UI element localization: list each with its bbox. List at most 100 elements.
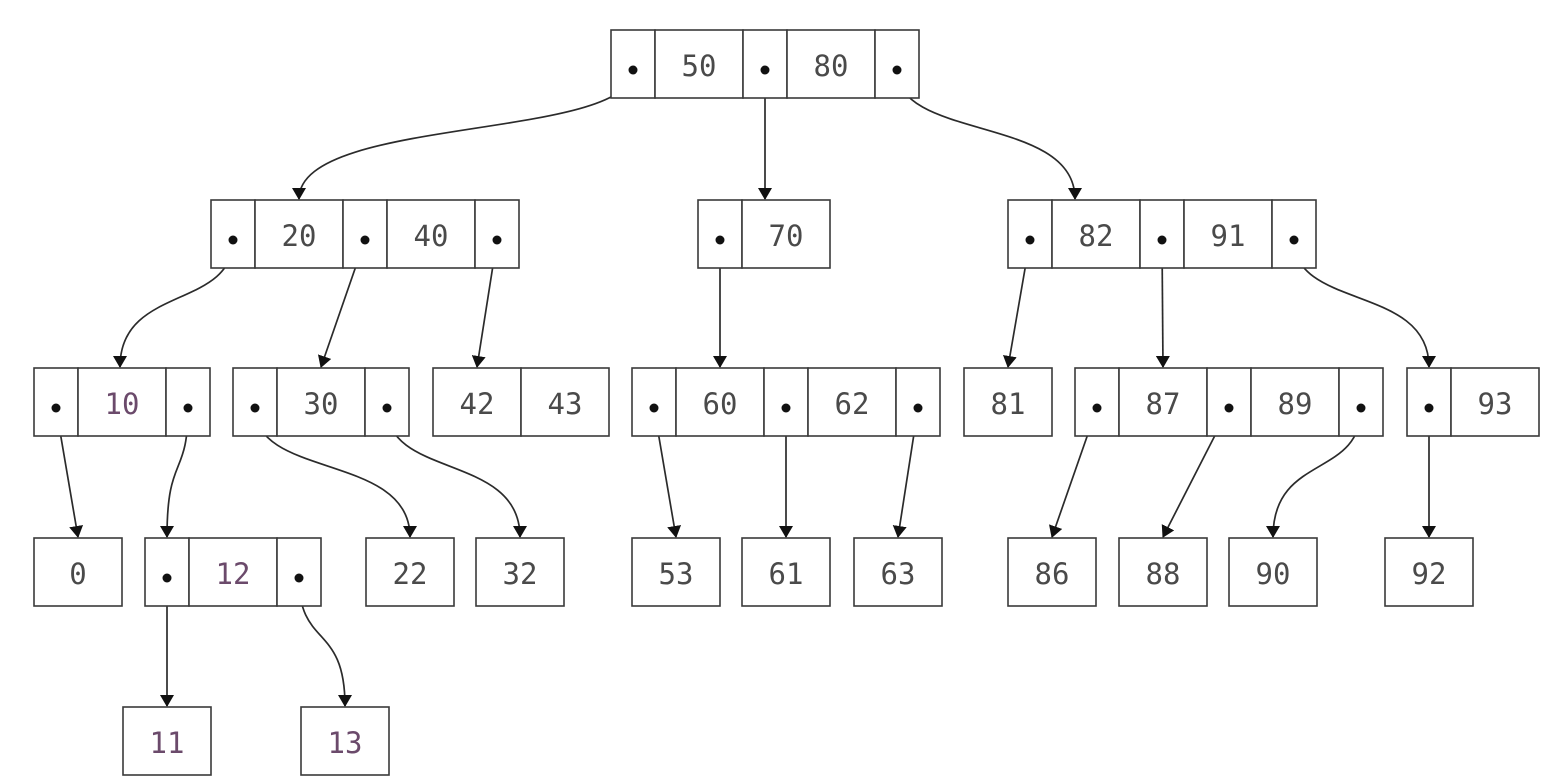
btree-node-13: 13 bbox=[300, 706, 390, 776]
pointer-cell bbox=[1007, 199, 1053, 269]
pointer-cell bbox=[1338, 367, 1384, 437]
key-label: 89 bbox=[1278, 387, 1313, 421]
pointer-cell bbox=[210, 199, 256, 269]
key-cell bbox=[1118, 367, 1208, 437]
key-cell bbox=[1183, 199, 1273, 269]
pointer-dot bbox=[760, 65, 770, 75]
btree-node-61: 61 bbox=[741, 537, 831, 607]
pointer-cell bbox=[364, 367, 410, 437]
btree-node-53: 53 bbox=[631, 537, 721, 607]
btree-node-10: 10 bbox=[33, 367, 211, 437]
pointer-dot bbox=[51, 403, 61, 413]
key-cell bbox=[786, 29, 876, 99]
key-label: 20 bbox=[282, 219, 317, 253]
pointer-dot bbox=[183, 403, 193, 413]
key-label: 22 bbox=[393, 557, 428, 591]
key-label: 32 bbox=[503, 557, 538, 591]
pointer-cell bbox=[631, 367, 677, 437]
key-label: 70 bbox=[769, 219, 804, 253]
key-label: 86 bbox=[1035, 557, 1070, 591]
edge-50-80-to-82-91 bbox=[896, 69, 1082, 200]
pointer-dot bbox=[228, 235, 238, 245]
key-cell bbox=[1228, 537, 1318, 607]
btree-node-86: 86 bbox=[1007, 537, 1097, 607]
btree-node-63: 63 bbox=[853, 537, 943, 607]
btree-node-93: 93 bbox=[1406, 367, 1540, 437]
key-label: 93 bbox=[1478, 387, 1513, 421]
edge-50-80-to-20-40 bbox=[292, 69, 634, 200]
key-label: 43 bbox=[548, 387, 583, 421]
key-cell bbox=[741, 537, 831, 607]
key-cell bbox=[300, 706, 390, 776]
pointer-cell bbox=[763, 367, 809, 437]
key-cell bbox=[631, 537, 721, 607]
pointer-dot bbox=[492, 235, 502, 245]
key-cell bbox=[1051, 199, 1141, 269]
key-cell bbox=[807, 367, 897, 437]
key-cell bbox=[1450, 367, 1540, 437]
key-cell bbox=[853, 537, 943, 607]
pointer-cell bbox=[1271, 199, 1317, 269]
key-cell bbox=[386, 199, 476, 269]
btree-node-22: 22 bbox=[365, 537, 455, 607]
key-label: 50 bbox=[682, 49, 717, 83]
key-cell bbox=[520, 367, 610, 437]
pointer-dot bbox=[162, 573, 172, 583]
key-label: 81 bbox=[991, 387, 1026, 421]
btree-node-70: 70 bbox=[697, 199, 831, 269]
btree-node-50-80: 50 80 bbox=[610, 29, 920, 99]
key-label: 53 bbox=[659, 557, 694, 591]
pointer-cell bbox=[610, 29, 656, 99]
pointer-dot bbox=[1025, 235, 1035, 245]
key-label: 0 bbox=[69, 557, 86, 591]
pointer-dot bbox=[892, 65, 902, 75]
pointer-cell bbox=[144, 537, 190, 607]
btree-node-32: 32 bbox=[475, 537, 565, 607]
pointer-cell bbox=[1139, 199, 1185, 269]
key-cell bbox=[33, 537, 123, 607]
key-cell bbox=[432, 367, 522, 437]
key-label: 11 bbox=[150, 726, 185, 760]
pointer-cell bbox=[874, 29, 920, 99]
btree-node-30: 30 bbox=[232, 367, 410, 437]
pointer-cell bbox=[33, 367, 79, 437]
key-cell bbox=[1250, 367, 1340, 437]
key-label: 12 bbox=[216, 557, 251, 591]
key-cell bbox=[475, 537, 565, 607]
key-cell bbox=[254, 199, 344, 269]
pointer-cell bbox=[342, 199, 388, 269]
btree-node-11: 11 bbox=[122, 706, 212, 776]
pointer-dot bbox=[1157, 235, 1167, 245]
pointer-dot bbox=[1224, 403, 1234, 413]
pointer-cell bbox=[895, 367, 941, 437]
pointer-dot bbox=[294, 573, 304, 583]
key-cell bbox=[122, 706, 212, 776]
key-label: 63 bbox=[881, 557, 916, 591]
pointer-dot bbox=[382, 403, 392, 413]
key-cell bbox=[365, 537, 455, 607]
key-label: 40 bbox=[414, 219, 449, 253]
pointer-cell bbox=[1406, 367, 1452, 437]
btree-node-81: 81 bbox=[963, 367, 1053, 437]
pointer-dot bbox=[1356, 403, 1366, 413]
pointer-cell bbox=[165, 367, 211, 437]
pointer-cell bbox=[742, 29, 788, 99]
key-label: 30 bbox=[304, 387, 339, 421]
key-label: 88 bbox=[1146, 557, 1181, 591]
key-cell bbox=[276, 367, 366, 437]
key-label: 80 bbox=[814, 49, 849, 83]
pointer-dot bbox=[1092, 403, 1102, 413]
pointer-dot bbox=[913, 403, 923, 413]
key-label: 82 bbox=[1079, 219, 1114, 253]
key-label: 92 bbox=[1412, 557, 1447, 591]
key-label: 60 bbox=[703, 387, 738, 421]
key-cell bbox=[1118, 537, 1208, 607]
